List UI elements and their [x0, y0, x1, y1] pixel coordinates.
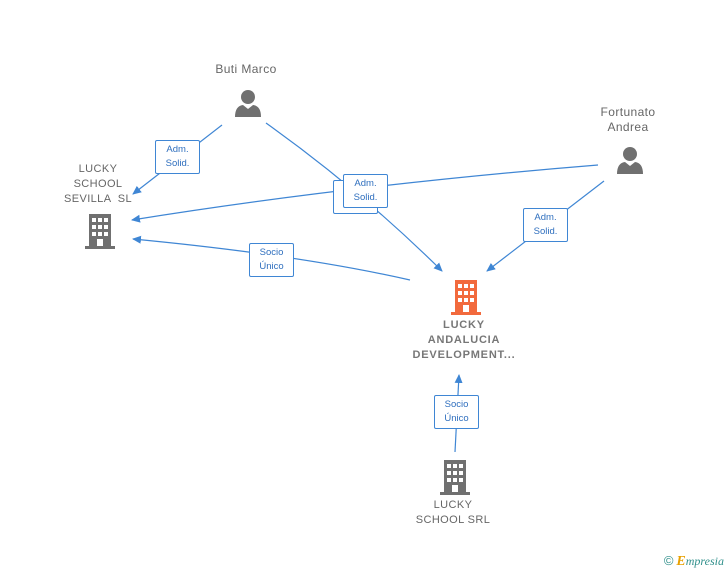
edge-label-adm-solid[interactable]: Adm. Solid. — [343, 174, 388, 208]
empresia-logo-initial: E — [676, 554, 686, 569]
company-label-lucky-school-sevilla: LUCKY SCHOOL SEVILLA SL — [48, 162, 148, 207]
person-name-line: Fortunato — [600, 105, 656, 119]
company-name-line: SCHOOL SRL — [415, 514, 491, 526]
company-name-line: DEVELOPMENT... — [412, 349, 516, 361]
empresia-copyright: ©Empresia — [664, 553, 724, 570]
company-name-line: LUCKY — [433, 499, 473, 511]
person-label-buti-marco: Buti Marco — [196, 62, 296, 77]
focus-company-building-icon[interactable] — [449, 279, 483, 315]
company-label-lucky-school-srl: LUCKY SCHOOL SRL — [403, 498, 503, 528]
person-name-line: Andrea — [607, 120, 649, 134]
company-label-lucky-andalucia: LUCKY ANDALUCIA DEVELOPMENT... — [396, 318, 532, 363]
edge-label-socio-unico[interactable]: Socio Único — [434, 395, 479, 429]
company-name-line: SCHOOL — [73, 178, 123, 190]
edge-label-socio-unico[interactable]: Socio Único — [249, 243, 294, 277]
company-name-line: LUCKY — [443, 319, 485, 331]
company-building-icon[interactable] — [83, 213, 117, 249]
person-name: Buti Marco — [215, 62, 277, 76]
empresia-logo-text: mpresia — [685, 554, 724, 568]
edge-label-adm-solid[interactable]: Adm. Solid. — [155, 140, 200, 174]
person-icon[interactable] — [233, 88, 263, 118]
person-icon[interactable] — [615, 145, 645, 175]
company-name-line: LUCKY — [78, 163, 118, 175]
company-name-line: ANDALUCIA — [427, 334, 501, 346]
copyright-icon: © — [663, 553, 674, 568]
edge-label-adm-solid[interactable]: Adm. Solid. — [523, 208, 568, 242]
person-label-fortunato-andrea: Fortunato Andrea — [578, 105, 678, 135]
company-name-line: SEVILLA SL — [64, 193, 132, 205]
company-building-icon[interactable] — [438, 459, 472, 495]
